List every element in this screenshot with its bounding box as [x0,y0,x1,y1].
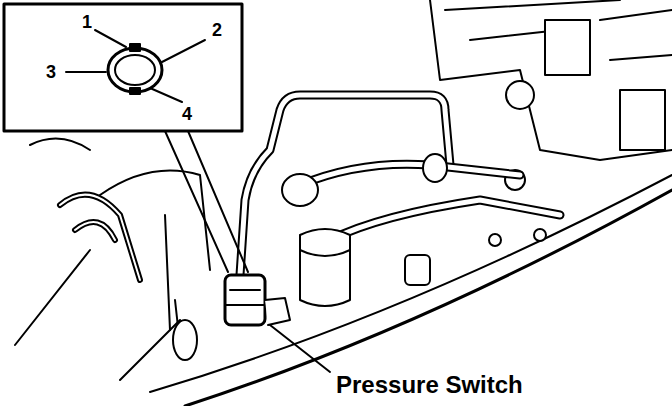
connector-pin [130,88,140,94]
pin-leader [66,30,205,102]
bolt [534,229,546,241]
part-label: Pressure Switch [334,372,525,398]
connector-face [108,48,162,92]
component-block [620,90,665,150]
callout-line [188,131,248,272]
connector-face [115,55,155,85]
callout-number: 4 [180,104,194,124]
fitting [506,81,534,109]
component-block [545,20,590,75]
bolt [489,234,501,246]
pipe [330,200,560,240]
pressure-switch [225,275,265,325]
fitting [282,174,318,206]
leader-line [270,325,330,372]
pressure-switch [225,290,265,305]
body-panel-line [185,190,672,406]
engine-detail [15,139,180,380]
pressure-switch-connector [265,298,290,325]
callout-number: 3 [44,62,58,82]
component-outline [430,0,672,160]
pipe [330,200,560,240]
hose-end [173,320,197,360]
body-panel-line [150,175,672,392]
receiver-drier [300,229,350,306]
inset-panel [4,4,242,131]
hose [60,195,140,280]
connector-pin [130,44,140,51]
hose [60,195,140,280]
callout-number: 2 [210,20,224,40]
callout-number: 1 [80,12,94,32]
bracket [405,255,430,285]
pipe [300,164,520,185]
fitting [423,154,447,182]
pipe [300,164,520,185]
receiver-drier [300,250,350,256]
